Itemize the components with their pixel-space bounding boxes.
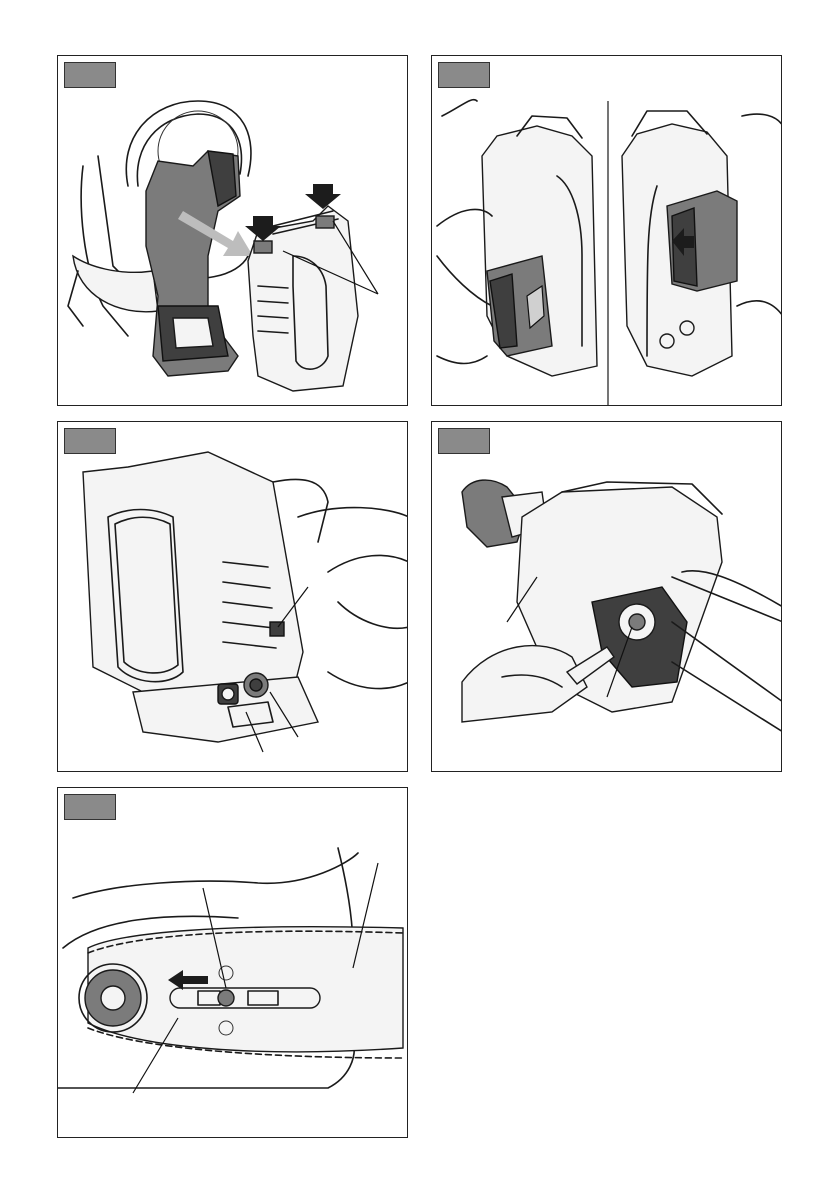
figure-panel-2 (431, 55, 782, 406)
chain-cover-illustration (432, 422, 782, 772)
chain-bar-illustration (58, 788, 408, 1138)
connector-closeup-illustration (58, 422, 408, 772)
figure-panel-5 (57, 787, 408, 1138)
arrow-down-icon (305, 184, 341, 209)
figure-panel-4 (431, 421, 782, 772)
battery-insertion-illustration (432, 56, 782, 406)
harness-illustration (58, 56, 408, 406)
figure-panel-1 (57, 55, 408, 406)
figure-panel-3 (57, 421, 408, 772)
